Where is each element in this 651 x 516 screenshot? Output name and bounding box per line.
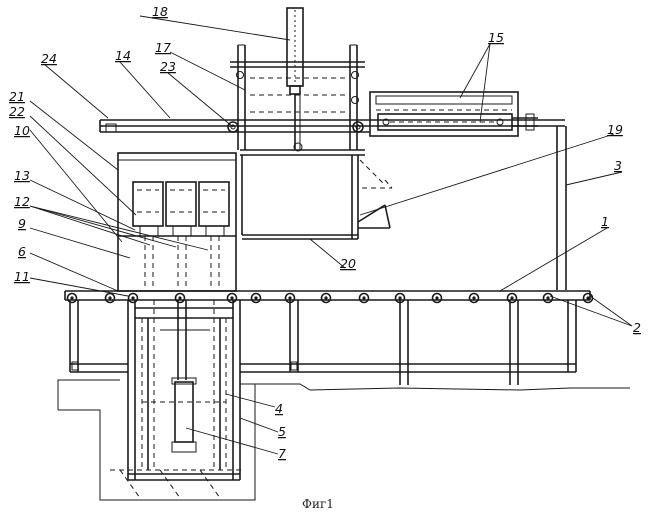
label-2: 2: [633, 320, 641, 335]
label-4: 4: [275, 401, 283, 416]
roller-axle: [131, 296, 134, 299]
upper-carriage-frame: [230, 45, 365, 155]
roller-axle: [362, 296, 365, 299]
label-18: 18: [152, 4, 168, 19]
roller-axle: [586, 296, 589, 299]
roller-axle: [510, 296, 513, 299]
hopper: [242, 155, 392, 239]
label-11: 11: [14, 269, 30, 284]
label-21: 21: [9, 89, 25, 104]
label-19: 19: [607, 122, 623, 137]
roller-axle: [435, 296, 438, 299]
label-24: 24: [41, 51, 57, 66]
roller-axle: [178, 296, 181, 299]
label-17: 17: [155, 40, 171, 55]
top-cylinder: [287, 8, 303, 150]
label-13: 13: [14, 168, 30, 183]
label-5: 5: [278, 424, 286, 439]
label-1: 1: [601, 214, 609, 229]
label-7: 7: [278, 446, 286, 461]
label-20: 20: [340, 256, 356, 271]
label-23: 23: [160, 59, 176, 74]
part-labels: 18 17 14 24 23 15 19 3 1 2 21 22 10 13 1…: [9, 4, 641, 511]
label-10: 10: [14, 123, 30, 138]
conveyor-rollers: [68, 294, 593, 303]
roller-axle: [230, 296, 233, 299]
label-15: 15: [488, 30, 504, 45]
figure-caption: Фиг1: [302, 497, 334, 511]
roller-axle: [398, 296, 401, 299]
roller-axle: [324, 296, 327, 299]
left-cabinet: [118, 153, 236, 291]
roller-axle: [254, 296, 257, 299]
label-22: 22: [9, 104, 25, 119]
roller-axle: [108, 296, 111, 299]
ground-and-pit: [58, 380, 630, 500]
roller-axle: [472, 296, 475, 299]
roller-axle: [546, 296, 549, 299]
label-6: 6: [18, 244, 26, 259]
label-14: 14: [115, 48, 131, 63]
conveyor-legs: [70, 300, 576, 385]
lift-frame: [128, 300, 240, 480]
label-9: 9: [18, 216, 26, 231]
label-12: 12: [14, 194, 30, 209]
roller-axle: [288, 296, 291, 299]
magazine: [370, 92, 538, 136]
roller-axle: [70, 296, 73, 299]
label-3: 3: [614, 158, 622, 173]
